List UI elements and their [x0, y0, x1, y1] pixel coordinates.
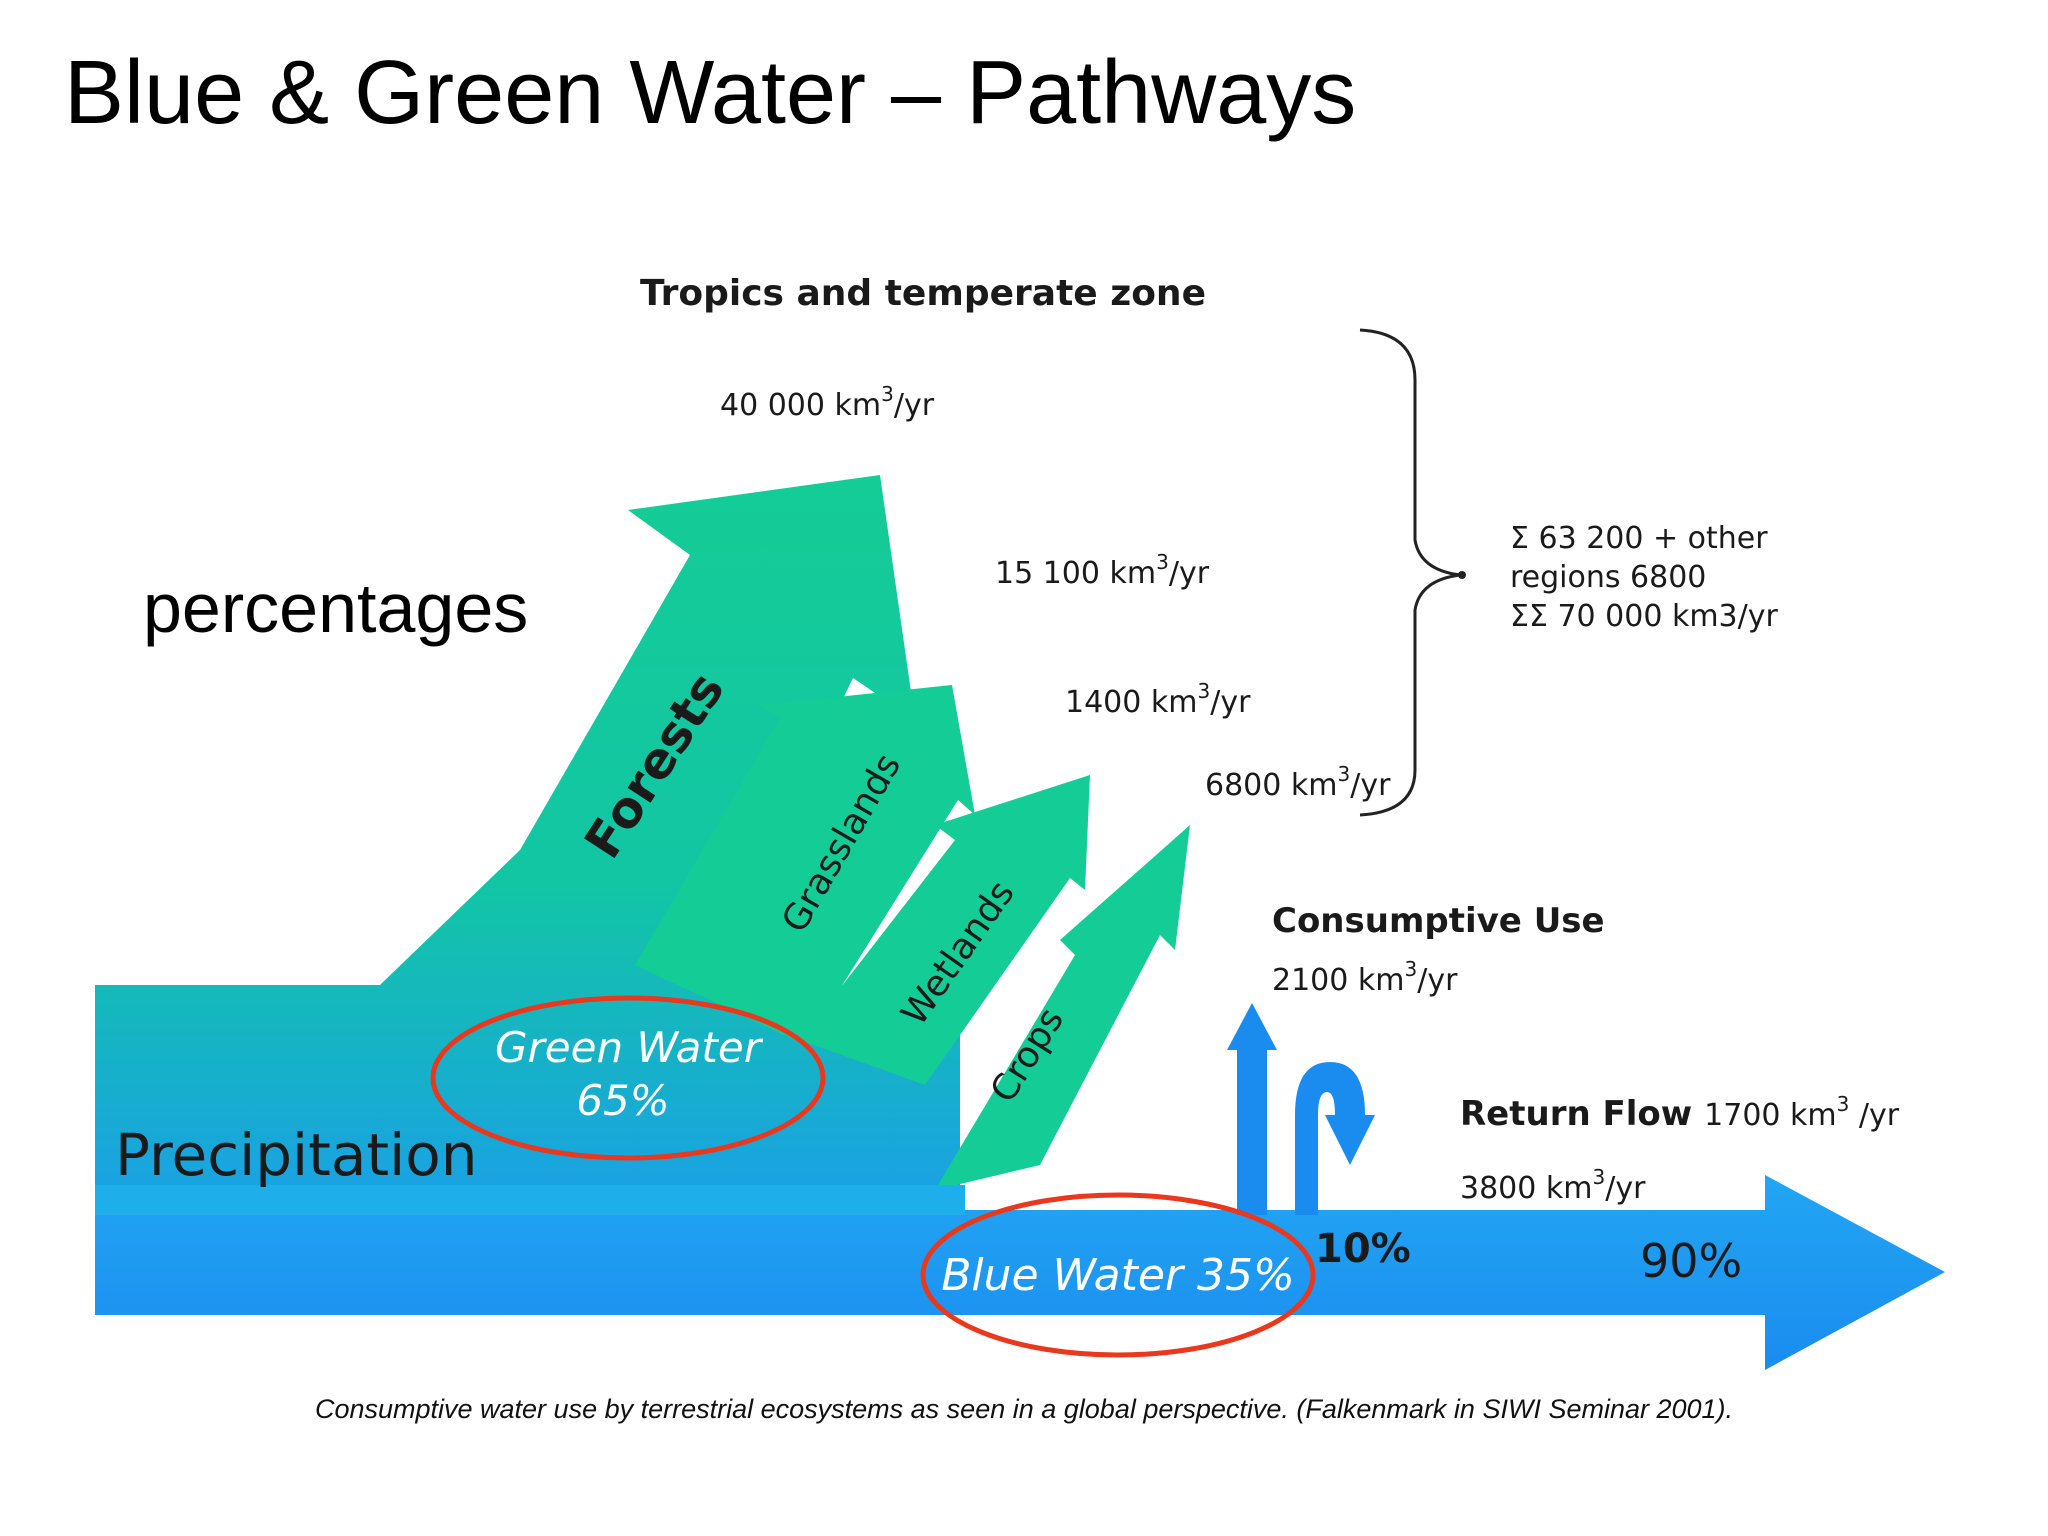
wetlands-arrow — [800, 775, 1090, 1085]
consumptive-use-label: Consumptive Use — [1272, 901, 1605, 941]
consumptive-percent: 10% — [1315, 1226, 1411, 1272]
crops-value: 6800 km3/yr — [1205, 762, 1391, 803]
consumptive-use-arrow — [1227, 1003, 1277, 1215]
green-water-ellipse — [430, 995, 826, 1161]
blue-water-label: Blue Water 35% — [941, 1250, 1295, 1301]
grasslands-value: 15 100 km3/yr — [995, 550, 1210, 591]
return-flow-arrow — [1295, 1062, 1375, 1215]
wetlands-value: 1400 km3/yr — [1065, 679, 1251, 720]
sum-line-2: regions 6800 — [1510, 560, 1706, 595]
runoff-percent: 90% — [1640, 1234, 1742, 1288]
forests-value: 40 000 km3/yr — [720, 382, 935, 423]
sum-brace — [1359, 328, 1461, 817]
consumptive-use-value: 2100 km3/yr — [1272, 957, 1458, 998]
blue-water-ellipse — [920, 1192, 1316, 1358]
zone-header: Tropics and temperate zone — [640, 273, 1206, 314]
slide-title: Blue & Green Water – Pathways — [64, 43, 1357, 143]
runoff-value: 3800 km3/yr — [1460, 1165, 1646, 1206]
blue-water-arrow — [95, 1175, 1945, 1370]
green-water-percent: 65% — [576, 1076, 669, 1125]
grasslands-arrow — [635, 685, 975, 1045]
forests-arrow — [95, 475, 960, 1210]
sum-line-3: ΣΣ 70 000 km3/yr — [1510, 599, 1778, 634]
sum-line-1: Σ 63 200 + other — [1510, 521, 1768, 556]
green-water-name: Green Water — [495, 1023, 764, 1072]
crops-arrow — [935, 825, 1190, 1190]
figure-caption: Consumptive water use by terrestrial eco… — [314, 1394, 1734, 1424]
precipitation-label: Precipitation — [115, 1121, 478, 1189]
percentages-label: percentages — [143, 569, 528, 647]
